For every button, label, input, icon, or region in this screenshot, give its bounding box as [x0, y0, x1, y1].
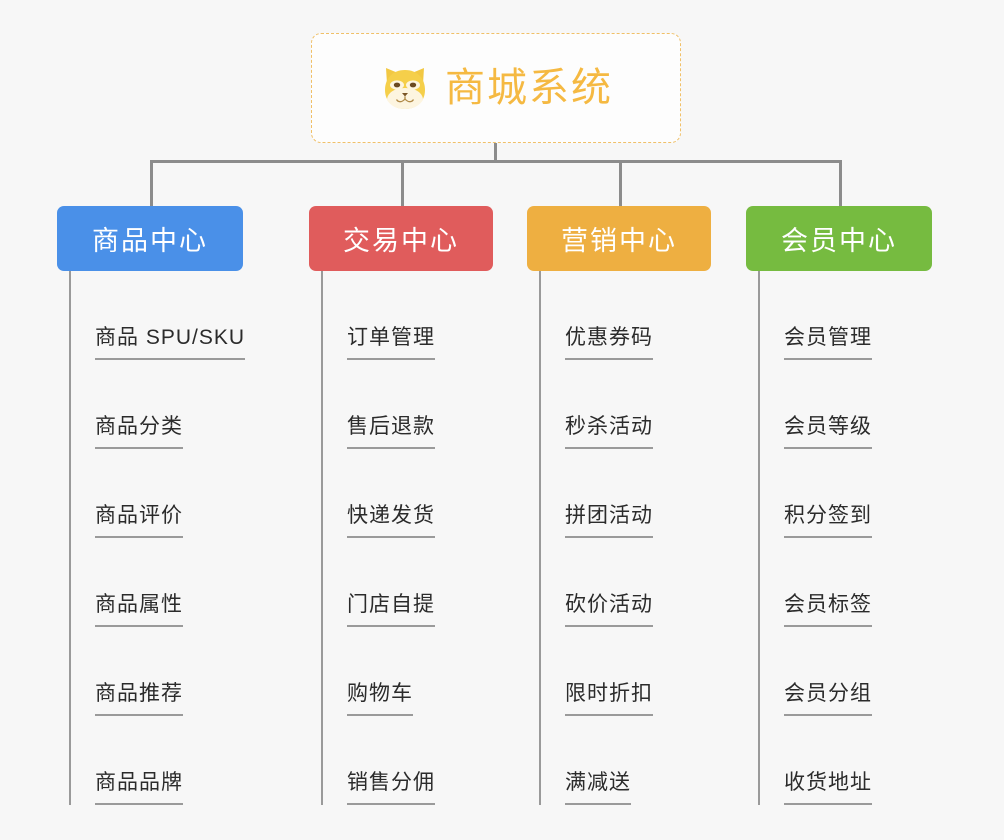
leaf-label: 砍价活动 — [565, 594, 653, 627]
shiba-dog-face-icon — [379, 62, 431, 114]
leaf-label: 购物车 — [347, 683, 413, 716]
leaf-trunk — [321, 271, 323, 805]
leaf-trunk — [539, 271, 541, 805]
leaf-label: 秒杀活动 — [565, 416, 653, 449]
leaf-item[interactable]: 收货地址 — [746, 716, 932, 805]
leaf-list-2: 订单管理 售后退款 快递发货 门店自提 购物车 销售分佣 — [309, 271, 493, 805]
leaf-label: 收货地址 — [784, 772, 872, 805]
category-column-4: 会员中心 会员管理 会员等级 积分签到 会员标签 会员分组 收货地址 — [746, 206, 932, 805]
leaf-item[interactable]: 会员等级 — [746, 360, 932, 449]
connector-drop-4 — [839, 160, 842, 208]
leaf-item[interactable]: 订单管理 — [309, 271, 493, 360]
leaf-label: 会员管理 — [784, 327, 872, 360]
leaf-label: 商品 SPU/SKU — [95, 327, 246, 360]
category-label: 会员中心 — [781, 226, 897, 256]
leaf-label: 会员标签 — [784, 594, 872, 627]
leaf-label: 满减送 — [565, 772, 631, 805]
category-header-3[interactable]: 营销中心 — [527, 206, 711, 271]
category-column-1: 商品中心 商品 SPU/SKU 商品分类 商品评价 商品属性 商品推荐 商品品牌 — [57, 206, 246, 805]
category-column-2: 交易中心 订单管理 售后退款 快递发货 门店自提 购物车 销售分佣 — [309, 206, 493, 805]
category-label: 交易中心 — [343, 226, 459, 256]
leaf-label: 会员等级 — [784, 416, 872, 449]
category-header-1[interactable]: 商品中心 — [57, 206, 243, 271]
category-label: 营销中心 — [561, 226, 677, 256]
leaf-item[interactable]: 砍价活动 — [527, 538, 711, 627]
leaf-label: 限时折扣 — [565, 683, 653, 716]
leaf-item[interactable]: 商品 SPU/SKU — [57, 271, 246, 360]
leaf-label: 商品品牌 — [95, 772, 183, 805]
category-label: 商品中心 — [92, 226, 208, 256]
leaf-item[interactable]: 商品品牌 — [57, 716, 243, 805]
leaf-item[interactable]: 满减送 — [527, 716, 711, 805]
root-title: 商城系统 — [445, 66, 613, 110]
leaf-list-3: 优惠券码 秒杀活动 拼团活动 砍价活动 限时折扣 满减送 — [527, 271, 711, 805]
leaf-label: 快递发货 — [347, 505, 435, 538]
connector-drop-3 — [619, 160, 622, 208]
leaf-item[interactable]: 优惠券码 — [527, 271, 711, 360]
connector-drop-2 — [401, 160, 404, 208]
leaf-item[interactable]: 秒杀活动 — [527, 360, 711, 449]
leaf-label: 会员分组 — [784, 683, 872, 716]
leaf-label: 商品属性 — [95, 594, 183, 627]
leaf-label: 商品分类 — [95, 416, 183, 449]
leaf-item[interactable]: 商品属性 — [57, 538, 243, 627]
leaf-item[interactable]: 限时折扣 — [527, 627, 711, 716]
category-header-2[interactable]: 交易中心 — [309, 206, 493, 271]
leaf-label: 商品评价 — [95, 505, 183, 538]
connector-root-stem — [494, 143, 497, 162]
category-column-3: 营销中心 优惠券码 秒杀活动 拼团活动 砍价活动 限时折扣 满减送 — [527, 206, 711, 805]
leaf-list-4: 会员管理 会员等级 积分签到 会员标签 会员分组 收货地址 — [746, 271, 932, 805]
leaf-list-1: 商品 SPU/SKU 商品分类 商品评价 商品属性 商品推荐 商品品牌 — [57, 271, 246, 805]
leaf-item[interactable]: 快递发货 — [309, 449, 493, 538]
leaf-item[interactable]: 门店自提 — [309, 538, 493, 627]
leaf-item[interactable]: 拼团活动 — [527, 449, 711, 538]
leaf-item[interactable]: 售后退款 — [309, 360, 493, 449]
leaf-label: 拼团活动 — [565, 505, 653, 538]
leaf-item[interactable]: 积分签到 — [746, 449, 932, 538]
leaf-label: 门店自提 — [347, 594, 435, 627]
connector-drop-1 — [150, 160, 153, 208]
leaf-item[interactable]: 商品评价 — [57, 449, 243, 538]
leaf-label: 售后退款 — [347, 416, 435, 449]
leaf-item[interactable]: 购物车 — [309, 627, 493, 716]
category-header-4[interactable]: 会员中心 — [746, 206, 932, 271]
leaf-trunk — [69, 271, 71, 805]
leaf-item[interactable]: 会员分组 — [746, 627, 932, 716]
leaf-item[interactable]: 会员标签 — [746, 538, 932, 627]
leaf-label: 销售分佣 — [347, 772, 435, 805]
leaf-label: 积分签到 — [784, 505, 872, 538]
leaf-item[interactable]: 会员管理 — [746, 271, 932, 360]
leaf-label: 商品推荐 — [95, 683, 183, 716]
leaf-item[interactable]: 销售分佣 — [309, 716, 493, 805]
connector-horizontal-bus — [150, 160, 841, 163]
leaf-item[interactable]: 商品分类 — [57, 360, 243, 449]
leaf-item[interactable]: 商品推荐 — [57, 627, 243, 716]
leaf-trunk — [758, 271, 760, 805]
leaf-label: 优惠券码 — [565, 327, 653, 360]
leaf-label: 订单管理 — [347, 327, 435, 360]
root-node[interactable]: 商城系统 — [311, 33, 681, 143]
